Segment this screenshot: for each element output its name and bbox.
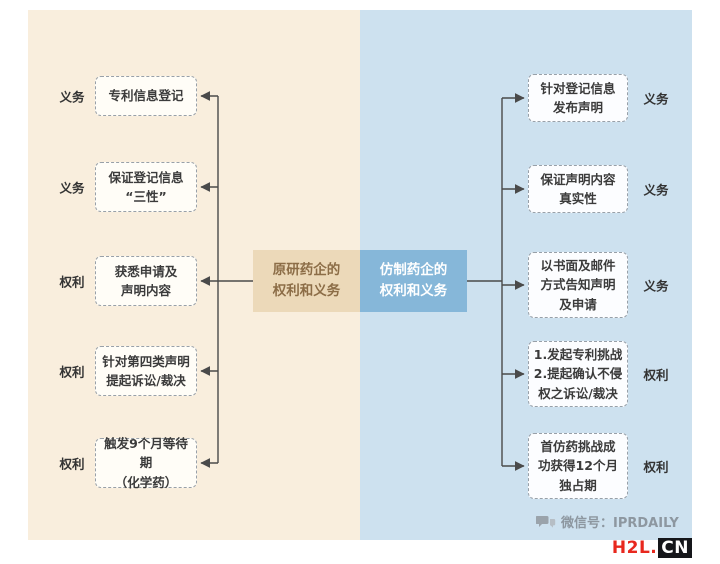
right-node-2: 保证声明内容 真实性	[528, 165, 628, 213]
left-node-2-text: 保证登记信息 “三性”	[108, 169, 184, 204]
originator-center-label: 原研药企的 权利和义务	[272, 262, 341, 299]
right-label-4: 权利	[643, 367, 669, 383]
left-label-5: 权利	[59, 456, 85, 472]
right-label-2: 义务	[643, 182, 669, 198]
left-node-5-text: 触发9个月等待期 （化学药）	[104, 435, 188, 490]
right-label-1: 义务	[643, 91, 669, 107]
h2l-logo-red: H2L.	[611, 538, 658, 558]
originator-center-box: 原研药企的 权利和义务	[253, 250, 360, 312]
wechat-watermark: 微信号：IPRDAILY	[536, 512, 679, 531]
generic-center-label: 仿制药企的 权利和义务	[379, 262, 448, 299]
left-node-5: 触发9个月等待期 （化学药）	[95, 436, 197, 490]
left-node-2: 保证登记信息 “三性”	[95, 162, 197, 212]
right-node-5-text: 首仿药挑战成 功获得12个月 独占期	[538, 438, 618, 493]
chat-bubbles-icon	[536, 515, 556, 528]
generic-center-box: 仿制药企的 权利和义务	[360, 250, 467, 312]
h2l-logo: H2L.CN	[612, 538, 692, 558]
left-node-1-text: 专利信息登记	[108, 88, 184, 104]
left-label-3: 权利	[59, 274, 85, 290]
right-node-3: 以书面及邮件 方式告知声明 及申请	[528, 252, 628, 318]
right-node-3-text: 以书面及邮件 方式告知声明 及申请	[540, 257, 616, 312]
h2l-logo-cn: CN	[658, 538, 692, 558]
right-node-1-text: 针对登记信息 发布声明	[540, 80, 616, 115]
left-label-4: 权利	[59, 364, 85, 380]
right-node-4: 1.发起专利挑战 2.提起确认不侵 权之诉讼/裁决	[528, 341, 628, 407]
left-node-3-text: 获悉申请及 声明内容	[114, 263, 178, 298]
left-node-1: 专利信息登记	[95, 76, 197, 116]
right-label-3: 义务	[643, 278, 669, 294]
left-node-4: 针对第四类声明 提起诉讼/裁决	[95, 346, 197, 396]
left-node-3: 获悉申请及 声明内容	[95, 256, 197, 306]
wechat-id-text: 微信号：IPRDAILY	[561, 516, 679, 531]
left-label-1: 义务	[59, 89, 85, 105]
right-node-4-text: 1.发起专利挑战 2.提起确认不侵 权之诉讼/裁决	[533, 346, 623, 401]
right-node-2-text: 保证声明内容 真实性	[540, 171, 616, 206]
right-node-5: 首仿药挑战成 功获得12个月 独占期	[528, 433, 628, 499]
left-label-2: 义务	[59, 180, 85, 196]
right-node-1: 针对登记信息 发布声明	[528, 74, 628, 122]
left-node-4-text: 针对第四类声明 提起诉讼/裁决	[102, 353, 190, 388]
right-label-5: 权利	[643, 459, 669, 475]
